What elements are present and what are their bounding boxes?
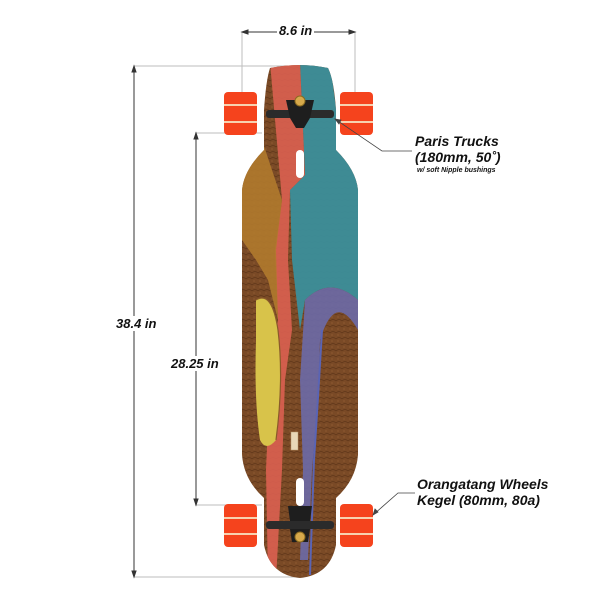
front-baseplate: [286, 100, 314, 118]
rear-right-wheel: [340, 504, 373, 547]
rear-left-wheel: [224, 504, 257, 547]
wheelbase-label: 28.25 in: [169, 356, 221, 371]
rear-truck-assembly: [224, 504, 373, 547]
front-truck-assembly: [224, 92, 373, 135]
front-left-wheel: [224, 92, 257, 135]
front-right-wheel: [340, 92, 373, 135]
trucks-leader-line: [334, 118, 412, 152]
width-label: 8.6 in: [277, 23, 315, 38]
total-length-label: 38.4 in: [114, 316, 159, 331]
deck: [242, 65, 358, 578]
rear-kingpin-nut: [294, 531, 306, 543]
wheelbase-dimension-arrow: [193, 131, 199, 507]
rear-truck-hanger: [266, 521, 334, 529]
trucks-spec-title: Paris Trucks: [415, 133, 499, 149]
trucks-spec-detail: (180mm, 50˚): [415, 149, 501, 165]
wheels-spec-title: Orangatang Wheels: [417, 476, 549, 492]
front-kingpin-nut: [294, 95, 306, 107]
wheels-spec-detail: Kegel (80mm, 80a): [417, 492, 540, 508]
rear-baseplate: [288, 506, 312, 521]
wheels-leader-line: [372, 492, 415, 516]
trucks-spec-note: w/ soft Nipple bushings: [417, 167, 496, 174]
